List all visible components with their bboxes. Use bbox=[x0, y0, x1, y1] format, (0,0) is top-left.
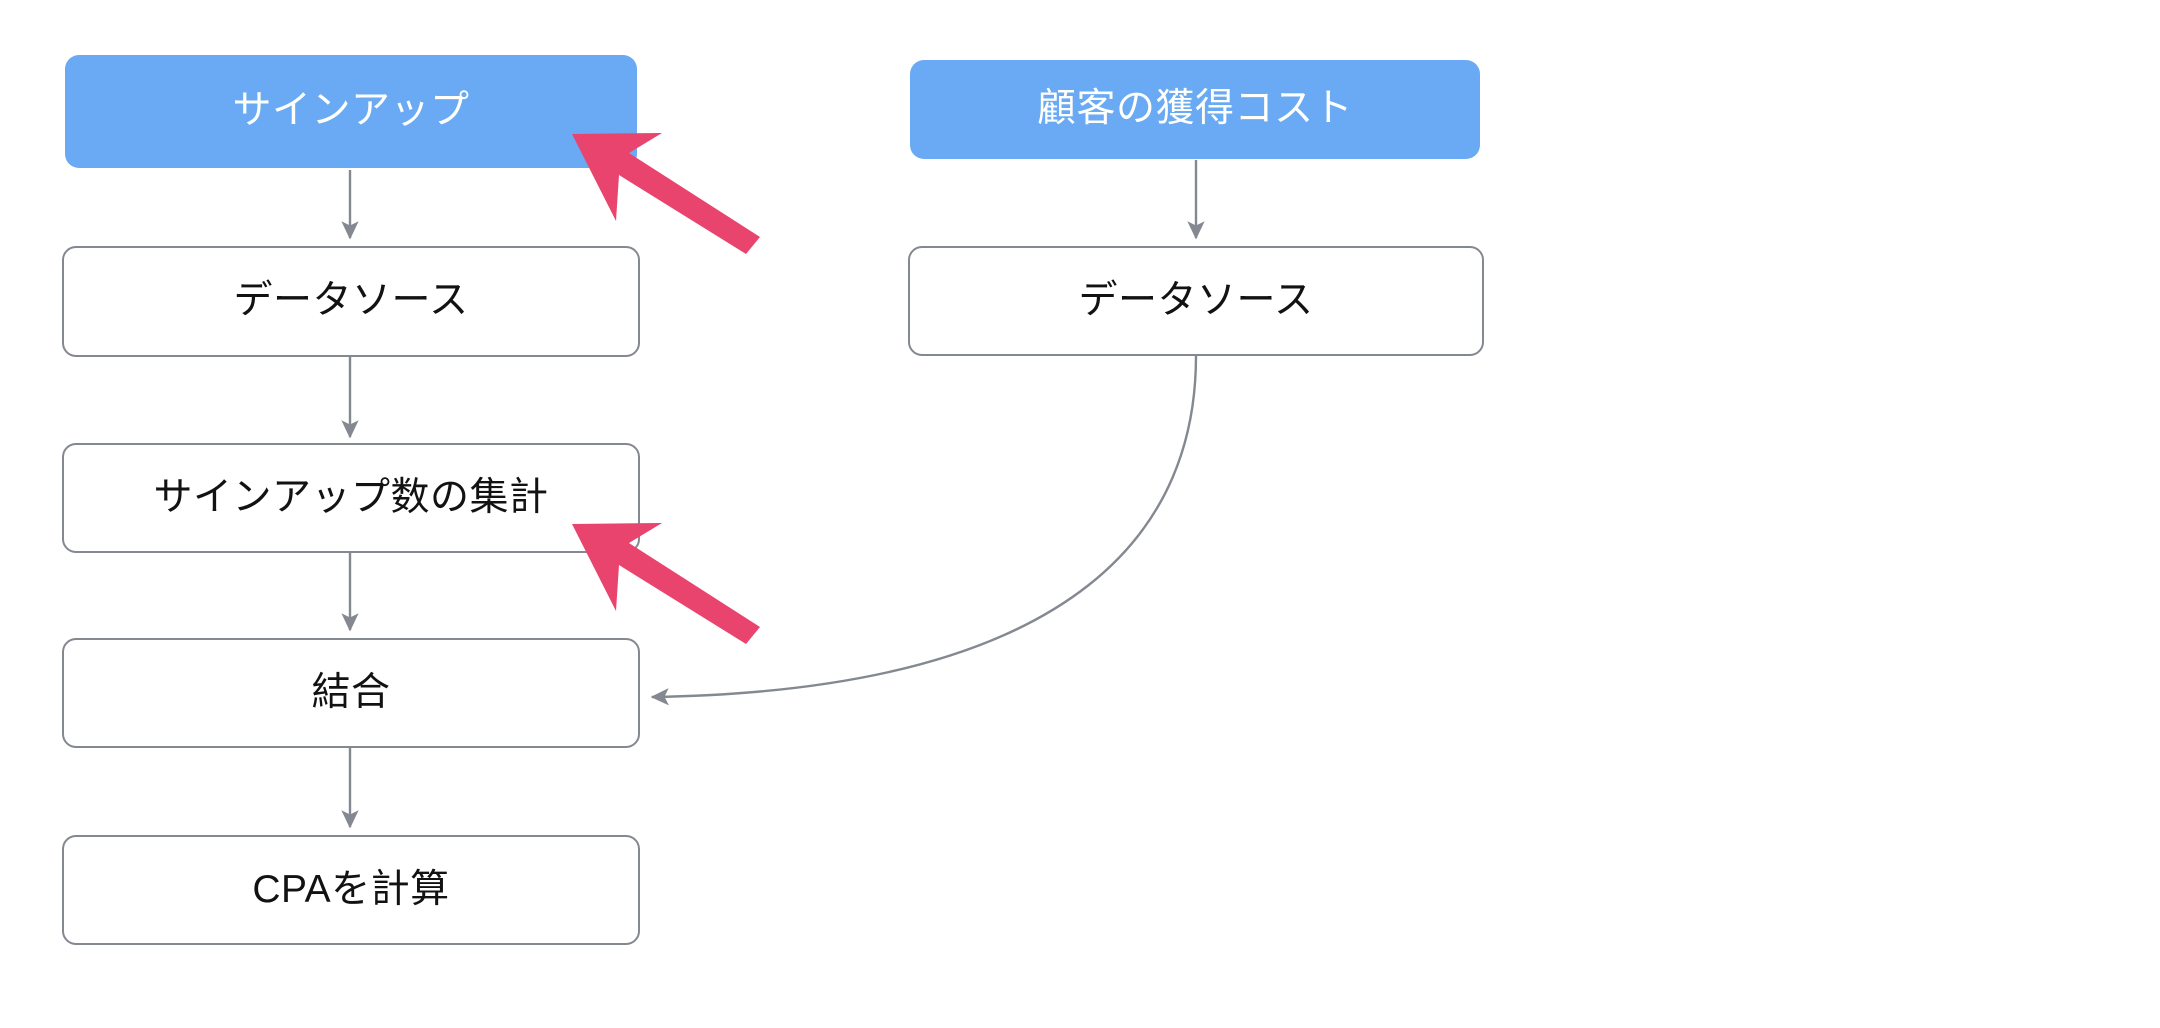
connector-cac-datasource-to-join bbox=[650, 355, 1198, 706]
node-signup-aggregate-label: サインアップ数の集計 bbox=[153, 475, 549, 519]
node-signup-datasource-label: データソース bbox=[233, 279, 469, 323]
node-cac-source[interactable]: 顧客の獲得コスト bbox=[910, 60, 1480, 159]
node-calc-cpa-label: CPAを計算 bbox=[252, 867, 450, 911]
node-signup-aggregate[interactable]: サインアップ数の集計 bbox=[62, 443, 640, 553]
node-signup-source-label: サインアップ bbox=[232, 89, 470, 133]
node-cac-datasource[interactable]: データソース bbox=[908, 246, 1484, 356]
node-join[interactable]: 結合 bbox=[62, 638, 640, 748]
node-signup-datasource[interactable]: データソース bbox=[62, 246, 640, 357]
node-signup-source[interactable]: サインアップ bbox=[65, 55, 637, 168]
node-join-label: 結合 bbox=[311, 670, 391, 714]
node-calc-cpa[interactable]: CPAを計算 bbox=[62, 835, 640, 945]
node-cac-datasource-label: データソース bbox=[1078, 278, 1314, 322]
node-cac-source-label: 顧客の獲得コスト bbox=[1036, 87, 1353, 131]
